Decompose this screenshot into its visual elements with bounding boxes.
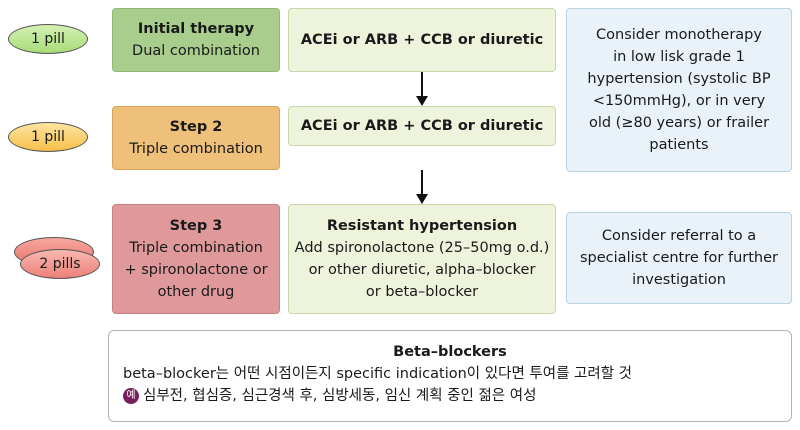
drug-line: Add spironolactone (25–50mg o.d.) bbox=[294, 240, 550, 256]
drug-text: ACEi or ARB + CCB or diuretic bbox=[300, 32, 544, 48]
step-title: Step 2 bbox=[169, 119, 223, 135]
drug-title: Resistant hypertension bbox=[326, 218, 518, 234]
beta-blockers-box: Beta–blockers beta–blocker는 어떤 시점이든지 spe… bbox=[108, 330, 792, 422]
step-subtitle-line: Triple combination bbox=[129, 240, 263, 256]
step-title: Step 3 bbox=[169, 218, 223, 234]
drug-box-step3: Resistant hypertension Add spironolacton… bbox=[288, 204, 556, 314]
note-line: <150mmHg), or in very bbox=[592, 93, 766, 109]
step-subtitle: Dual combination bbox=[132, 43, 260, 59]
note-line: specialist centre for further bbox=[580, 250, 778, 266]
drug-text: ACEi or ARB + CCB or diuretic bbox=[300, 118, 544, 134]
drug-box-step2: ACEi or ARB + CCB or diuretic bbox=[288, 106, 556, 146]
note-line: in low lisk grade 1 bbox=[613, 49, 745, 65]
note-line: Consider referral to a bbox=[601, 228, 757, 244]
step-3: Step 3 Triple combination + spironolacto… bbox=[112, 204, 280, 314]
beta-blockers-line2: 심부전, 협심증, 심근경색 후, 심방세동, 임신 계획 중인 젊은 여성 bbox=[143, 388, 537, 404]
step-title: Initial therapy bbox=[137, 21, 255, 37]
step-2: Step 2 Triple combination bbox=[112, 106, 280, 170]
step-subtitle: Triple combination bbox=[129, 141, 263, 157]
step-initial-therapy: Initial therapy Dual combination bbox=[112, 8, 280, 72]
note-monotherapy: Consider monotherapy in low lisk grade 1… bbox=[566, 8, 792, 172]
note-line: hypertension (systolic BP bbox=[587, 71, 771, 87]
example-icon: 예 bbox=[123, 388, 139, 404]
beta-blockers-title: Beta–blockers bbox=[393, 344, 507, 360]
note-line: patients bbox=[649, 137, 709, 153]
note-line: Consider monotherapy bbox=[596, 27, 762, 43]
note-referral: Consider referral to a specialist centre… bbox=[566, 212, 792, 304]
pill-label-step1: 1 pill bbox=[31, 31, 65, 47]
arrowhead-step3 bbox=[416, 194, 428, 204]
drug-line: or beta–blocker bbox=[365, 284, 479, 300]
drug-box-step1: ACEi or ARB + CCB or diuretic bbox=[288, 8, 556, 72]
pill-icon-step3: 2 pills bbox=[20, 249, 100, 279]
step-subtitle-line: other drug bbox=[157, 284, 235, 300]
pill-label-step2: 1 pill bbox=[31, 129, 65, 145]
pill-label-step3: 2 pills bbox=[39, 256, 81, 272]
step-subtitle-line: + spironolactone or bbox=[124, 262, 268, 278]
beta-blockers-line1: beta–blocker는 어떤 시점이든지 specific indicati… bbox=[123, 366, 632, 382]
pill-icon-step1: 1 pill bbox=[8, 24, 88, 54]
note-line: old (≥80 years) or frailer bbox=[588, 115, 770, 131]
note-line: investigation bbox=[632, 272, 726, 288]
drug-line: or other diuretic, alpha–blocker bbox=[308, 262, 536, 278]
arrowhead-step2 bbox=[416, 96, 428, 106]
pill-icon-step2: 1 pill bbox=[8, 122, 88, 152]
